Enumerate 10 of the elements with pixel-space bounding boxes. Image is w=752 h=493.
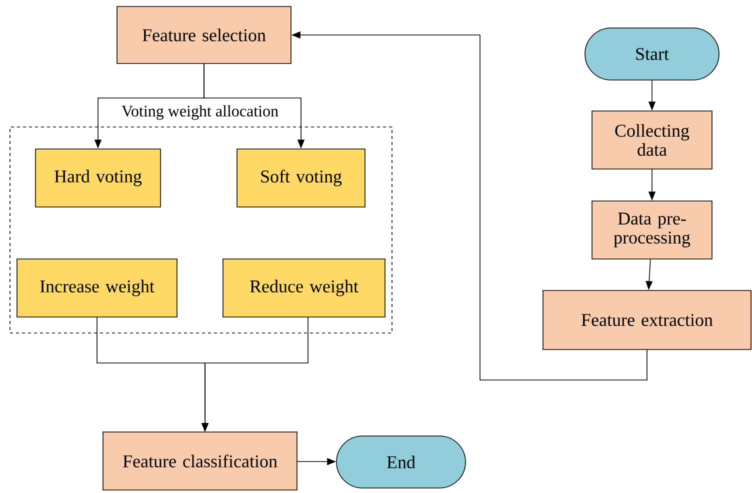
process-box: Collecting data [592, 110, 712, 170]
node-label: Voting weight allocation [122, 105, 278, 120]
process-box: Soft voting [236, 148, 366, 208]
process-box: Data pre-processing [592, 200, 712, 260]
process-box: Increase weight [16, 258, 178, 318]
process-box: Reduce weight [222, 258, 386, 318]
process-box: Hard voting [35, 148, 161, 208]
process-box: Feature classification [102, 432, 298, 490]
process-box: Feature extraction [542, 290, 752, 350]
process-box: Feature selection [116, 6, 292, 64]
